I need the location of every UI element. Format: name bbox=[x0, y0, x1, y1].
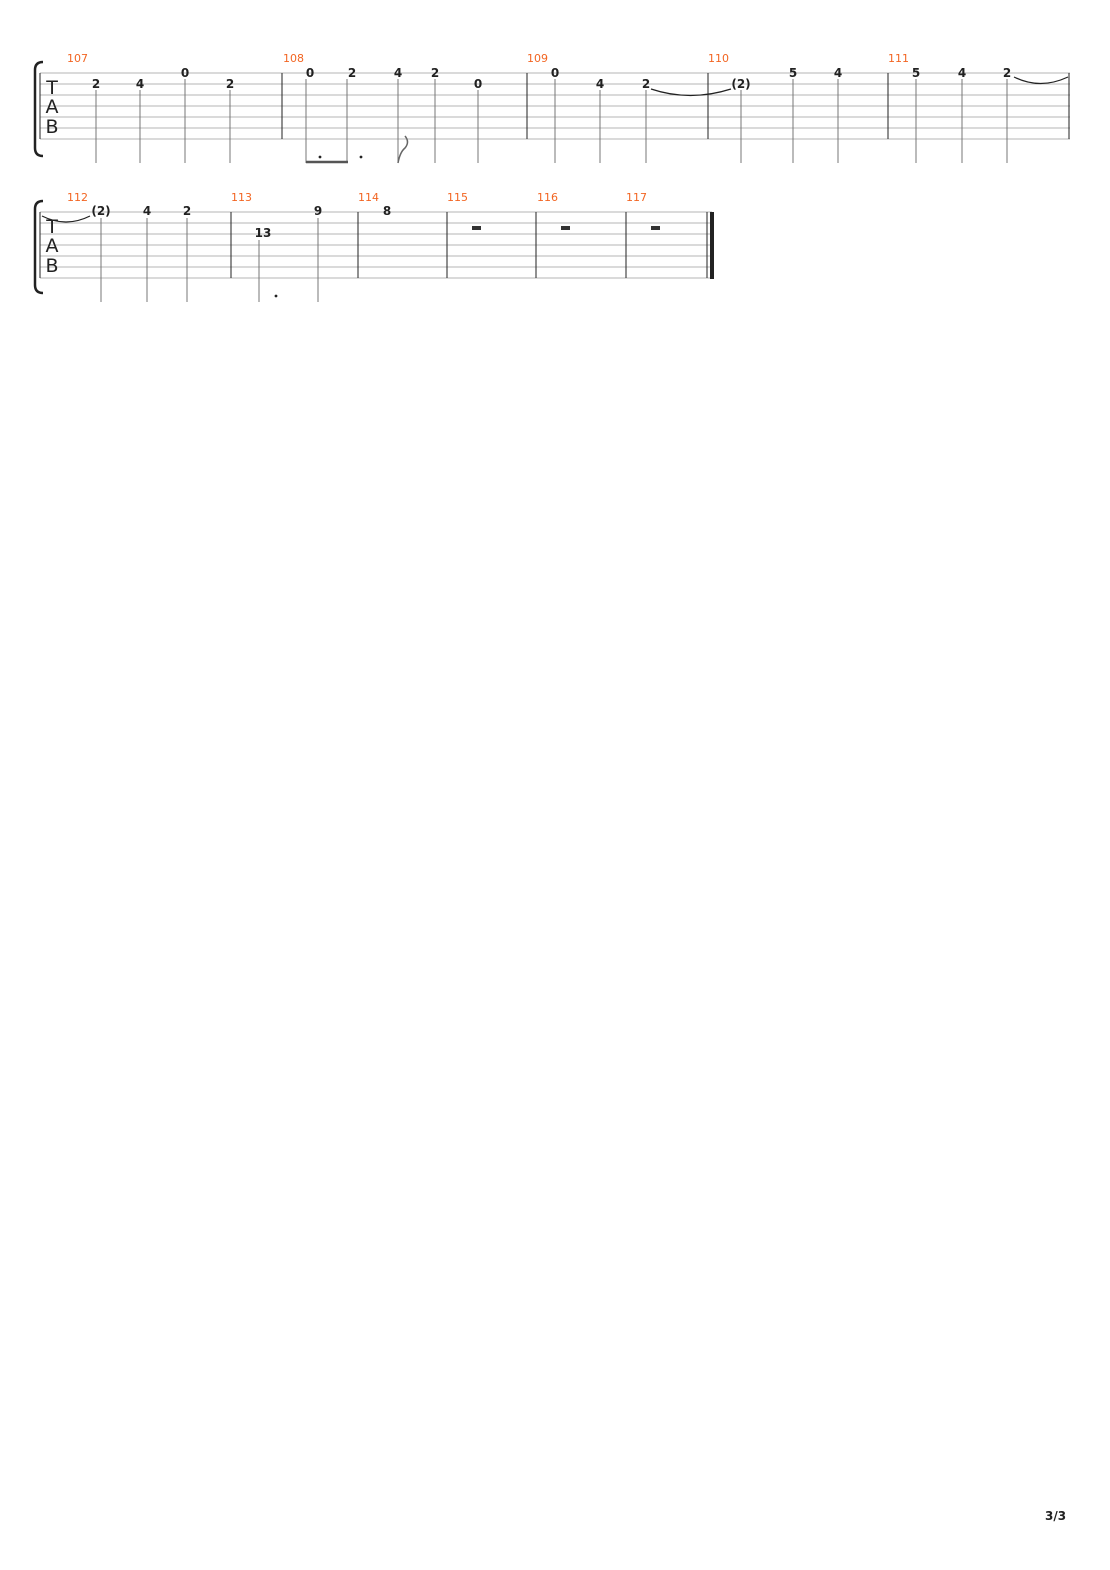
tab-clef-letter: B bbox=[45, 116, 58, 138]
whole-rest bbox=[472, 226, 481, 230]
rhythm-dot bbox=[318, 155, 322, 159]
whole-rest bbox=[561, 226, 570, 230]
measure-number: 111 bbox=[888, 52, 909, 65]
tab-clef-letter: A bbox=[46, 235, 59, 257]
rhythm-dot bbox=[359, 155, 363, 159]
fret-number: 2 bbox=[431, 66, 439, 80]
rhythm-dot bbox=[274, 294, 278, 298]
tab-clef-letter: B bbox=[45, 255, 58, 277]
fret-number: 5 bbox=[789, 66, 797, 80]
fret-number: 4 bbox=[394, 66, 402, 80]
final-barline bbox=[710, 212, 714, 279]
whole-rest bbox=[651, 226, 660, 230]
fret-number: 0 bbox=[551, 66, 559, 80]
measure-number: 115 bbox=[447, 191, 468, 204]
measure-number: 117 bbox=[626, 191, 647, 204]
measure-number: 107 bbox=[67, 52, 88, 65]
fret-number: 2 bbox=[1003, 66, 1011, 80]
staff-lines bbox=[40, 211, 712, 279]
fret-number: (2) bbox=[731, 77, 750, 91]
system-bracket bbox=[33, 60, 44, 158]
fret-number: 2 bbox=[183, 204, 191, 218]
fret-number: 8 bbox=[383, 204, 391, 218]
fret-number: 0 bbox=[306, 66, 314, 80]
tie-arc bbox=[41, 215, 91, 223]
fret-number: 2 bbox=[226, 77, 234, 91]
fret-number: 5 bbox=[912, 66, 920, 80]
tab-clef-letter: A bbox=[46, 96, 59, 118]
measure-number: 112 bbox=[67, 191, 88, 204]
fret-number: 4 bbox=[136, 77, 144, 91]
measure-number: 113 bbox=[231, 191, 252, 204]
measure-number: 109 bbox=[527, 52, 548, 65]
tab-system: T A B 107 108 109 110 111 bbox=[33, 52, 1070, 164]
page-number: 3/3 bbox=[1045, 1509, 1067, 1523]
fret-number: 2 bbox=[642, 77, 650, 91]
fret-number: 13 bbox=[255, 226, 272, 240]
barlines bbox=[39, 73, 1070, 139]
measure-number: 108 bbox=[283, 52, 304, 65]
fret-number: 2 bbox=[348, 66, 356, 80]
system-bracket bbox=[33, 199, 44, 295]
fret-number: 9 bbox=[314, 204, 322, 218]
fret-number: 2 bbox=[92, 77, 100, 91]
fret-number: 0 bbox=[181, 66, 189, 80]
fret-number: 4 bbox=[143, 204, 151, 218]
tab-clef-letter: T bbox=[45, 216, 58, 238]
note-flag bbox=[397, 135, 409, 164]
tab-system: T A B 112 113 114 115 116 117 bbox=[33, 191, 714, 302]
note-stems bbox=[100, 218, 319, 302]
fret-number: 4 bbox=[834, 66, 842, 80]
tie-arc bbox=[1013, 76, 1069, 85]
tab-clef-letter: T bbox=[45, 77, 58, 99]
fret-number: 4 bbox=[596, 77, 604, 91]
fret-number: 0 bbox=[474, 77, 482, 91]
measure-number: 110 bbox=[708, 52, 729, 65]
barlines bbox=[39, 212, 708, 278]
fret-number: 4 bbox=[958, 66, 966, 80]
fret-number: (2) bbox=[91, 204, 110, 218]
note-stems bbox=[95, 79, 1008, 163]
measure-number: 114 bbox=[358, 191, 379, 204]
tie-arc bbox=[650, 88, 732, 97]
measure-number: 116 bbox=[537, 191, 558, 204]
